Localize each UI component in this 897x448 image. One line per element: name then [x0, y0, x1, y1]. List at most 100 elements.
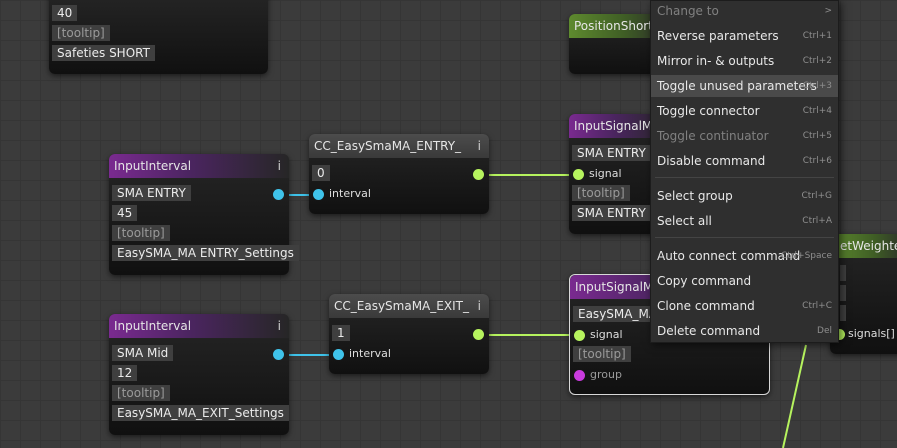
menu-item-auto-connect[interactable]: Auto connect command Ctrl+Space [651, 245, 838, 267]
signals-port-label: signals[] [848, 327, 895, 340]
info-icon[interactable]: i [477, 299, 481, 313]
param-field[interactable] [840, 285, 846, 301]
output-port[interactable] [473, 329, 484, 340]
signal-input-port[interactable] [573, 169, 584, 180]
menu-item-toggle-connector[interactable]: Toggle connector Ctrl+4 [651, 100, 838, 122]
menu-item-shortcut: Ctrl+G [801, 191, 832, 201]
node-weighted[interactable]: etWeighted signals[] [830, 234, 897, 354]
node-title: InputInterval [114, 319, 192, 333]
tooltip-field[interactable]: [tooltip] [573, 346, 631, 362]
node-title: PositionShort [574, 19, 653, 33]
interval-input-port[interactable] [313, 189, 324, 200]
menu-item-reverse-parameters[interactable]: Reverse parameters Ctrl+1 [651, 25, 838, 47]
tooltip-field[interactable]: [tooltip] [572, 185, 630, 201]
node-header[interactable]: CC_EasySmaMA_EXIT_ i [329, 294, 489, 318]
node-title: CC_EasySmaMA_ENTRY_ [314, 139, 462, 153]
menu-item-toggle-continuator[interactable]: Toggle continuator Ctrl+5 [651, 125, 838, 147]
info-icon[interactable]: i [277, 319, 281, 333]
param-field[interactable] [840, 305, 846, 321]
menu-item-shortcut: Ctrl+Space [781, 251, 832, 261]
value-field[interactable]: 12 [112, 365, 138, 381]
node-header[interactable]: InputInterval i [109, 154, 289, 178]
menu-item-copy-command[interactable]: Copy command [651, 270, 838, 292]
menu-item-change-to[interactable]: Change to > [651, 0, 838, 22]
menu-item-label: Change to [657, 4, 719, 18]
menu-item-shortcut: Ctrl+1 [802, 31, 832, 41]
label-field[interactable]: SMA ENTRY [572, 145, 651, 161]
chevron-right-icon: > [824, 6, 832, 16]
menu-item-label: Toggle continuator [657, 129, 769, 143]
node-title: InputInterval [114, 159, 192, 173]
label-field[interactable]: SMA Mid [112, 345, 174, 361]
tooltip-field[interactable]: [tooltip] [112, 385, 170, 401]
node-title: CC_EasySmaMA_EXIT_ [334, 299, 469, 313]
menu-item-toggle-unused-parameters[interactable]: Toggle unused parameters Ctrl+3 [651, 75, 838, 97]
interval-port-label: interval [329, 187, 371, 200]
menu-item-shortcut: Ctrl+A [802, 216, 832, 226]
menu-item-label: Reverse parameters [657, 29, 779, 43]
tooltip-field[interactable]: [tooltip] [112, 225, 170, 241]
value-field[interactable]: 0 [312, 165, 330, 181]
label-field[interactable]: SMA ENTRY [112, 185, 191, 201]
menu-item-label: Select all [657, 214, 712, 228]
node-header[interactable]: etWeighted [830, 234, 897, 258]
menu-item-label: Select group [657, 189, 733, 203]
name-field[interactable]: EasySMA_MA ENTRY_Settings [112, 245, 299, 261]
signal-port-label: signal [590, 328, 623, 341]
output-port[interactable] [273, 349, 284, 360]
signal-input-port[interactable] [574, 330, 585, 341]
param-field[interactable] [840, 265, 846, 281]
context-menu[interactable]: Change to > Reverse parameters Ctrl+1 Mi… [650, 0, 839, 343]
menu-item-delete-command[interactable]: Delete command Del [651, 320, 838, 342]
menu-item-select-all[interactable]: Select all Ctrl+A [651, 210, 838, 232]
menu-item-label: Auto connect command [657, 249, 801, 263]
node-title: InputSignalMa [574, 119, 660, 133]
info-icon[interactable]: i [477, 139, 481, 153]
menu-item-clone-command[interactable]: Clone command Ctrl+C [651, 295, 838, 317]
name-field[interactable]: SMA ENTRY [572, 205, 651, 221]
signal-port-label: signal [589, 167, 622, 180]
value-field[interactable]: 45 [112, 205, 138, 221]
menu-item-label: Toggle unused parameters [657, 79, 817, 93]
menu-item-select-group[interactable]: Select group Ctrl+G [651, 185, 838, 207]
value-field[interactable]: 1 [332, 325, 350, 341]
menu-separator [655, 177, 834, 178]
node-title: etWeighted [840, 239, 897, 253]
group-port-label: group [590, 368, 622, 381]
menu-item-label: Disable command [657, 154, 766, 168]
menu-item-mirror-io[interactable]: Mirror in- & outputs Ctrl+2 [651, 50, 838, 72]
node-title: InputSignalMa [575, 280, 661, 294]
menu-item-label: Mirror in- & outputs [657, 54, 775, 68]
menu-item-label: Delete command [657, 324, 761, 338]
interval-input-port[interactable] [333, 349, 344, 360]
group-input-port[interactable] [574, 370, 585, 381]
name-field[interactable]: Safeties SHORT [52, 45, 155, 61]
menu-item-label: Copy command [657, 274, 752, 288]
menu-item-disable-command[interactable]: Disable command Ctrl+6 [651, 150, 838, 172]
menu-separator [655, 237, 834, 238]
node-header[interactable]: InputInterval i [109, 314, 289, 338]
menu-item-shortcut: Ctrl+6 [802, 156, 832, 166]
menu-item-shortcut: Ctrl+3 [802, 81, 832, 91]
output-port[interactable] [273, 189, 284, 200]
menu-item-label: Clone command [657, 299, 755, 313]
node-input-interval-entry[interactable]: InputInterval i SMA ENTRY 45 [tooltip] E… [109, 154, 299, 275]
node-cc-exit[interactable]: CC_EasySmaMA_EXIT_ i 1 interval [329, 294, 489, 374]
node-input-interval-exit[interactable]: InputInterval i SMA Mid 12 [tooltip] Eas… [109, 314, 289, 435]
label-field[interactable]: EasySMA_MA_ [573, 306, 669, 322]
value-field[interactable]: 40 [52, 5, 78, 21]
node-safeties-short[interactable]: 40 [tooltip] Safeties SHORT [49, 0, 268, 74]
name-field[interactable]: EasySMA_MA_EXIT_Settings [112, 405, 289, 421]
node-cc-entry[interactable]: CC_EasySmaMA_ENTRY_ i 0 interval [309, 134, 489, 214]
menu-item-shortcut: Ctrl+2 [802, 56, 832, 66]
tooltip-field[interactable]: [tooltip] [52, 25, 110, 41]
menu-item-shortcut: Del [817, 326, 832, 336]
node-header[interactable]: CC_EasySmaMA_ENTRY_ i [309, 134, 489, 158]
menu-item-label: Toggle connector [657, 104, 760, 118]
output-port[interactable] [473, 169, 484, 180]
menu-item-shortcut: Ctrl+C [802, 301, 832, 311]
signals-input-port[interactable] [834, 329, 845, 340]
info-icon[interactable]: i [277, 159, 281, 173]
menu-item-shortcut: Ctrl+5 [802, 131, 832, 141]
wire-signals-out [782, 344, 807, 448]
